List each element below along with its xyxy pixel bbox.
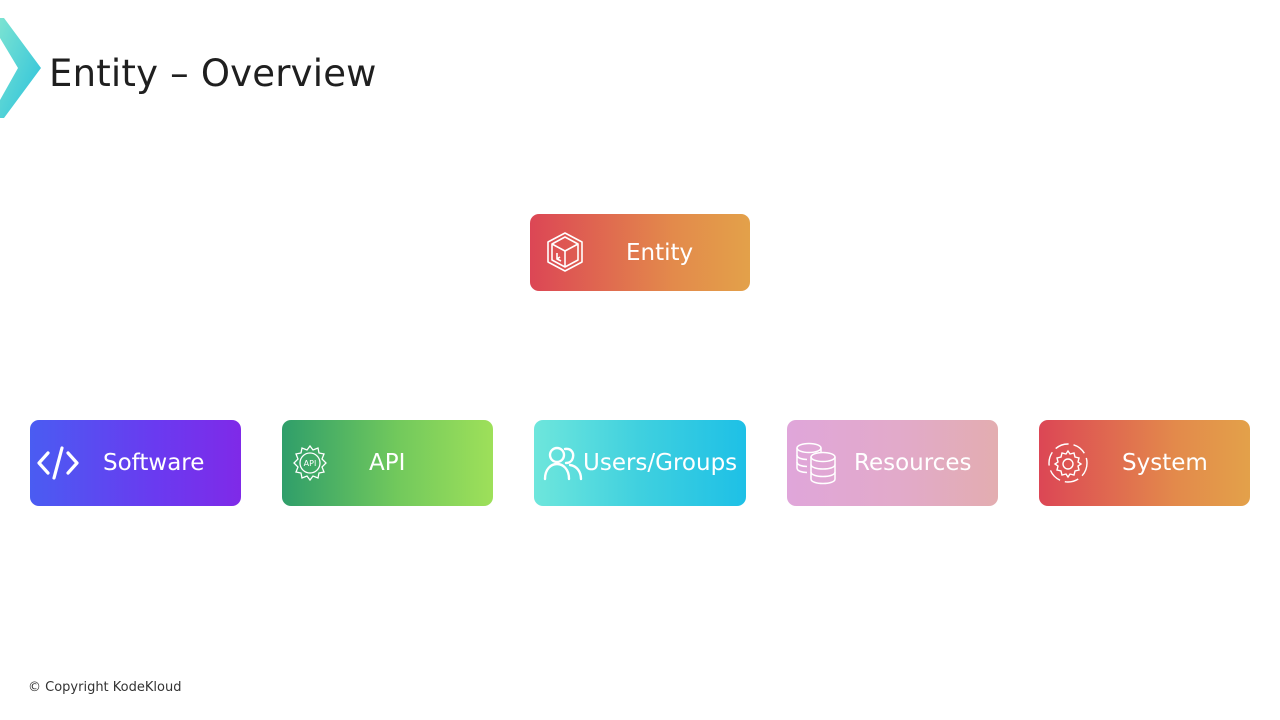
software-node: Software	[30, 420, 241, 506]
entity-label: Entity	[626, 239, 694, 266]
users-icon	[543, 446, 583, 481]
users-groups-node: Users/Groups	[534, 420, 746, 506]
brand-chevron-icon	[0, 18, 41, 118]
cube-icon	[547, 232, 583, 272]
system-node: System	[1039, 420, 1250, 506]
page-title: Entity – Overview	[49, 52, 377, 95]
resources-label: Resources	[854, 450, 972, 476]
code-brackets-icon	[37, 446, 79, 480]
api-label: API	[369, 450, 406, 476]
database-icon	[796, 442, 836, 485]
entity-node: Entity	[530, 214, 750, 291]
system-gear-icon	[1048, 443, 1088, 483]
api-node: API API	[282, 420, 493, 506]
copyright-notice: © Copyright KodeKloud	[28, 680, 182, 695]
resources-node: Resources	[787, 420, 998, 506]
software-label: Software	[103, 450, 205, 476]
users-groups-label: Users/Groups	[583, 450, 738, 476]
api-gear-icon: API	[293, 444, 327, 482]
svg-text:API: API	[304, 459, 317, 468]
system-label: System	[1122, 450, 1208, 476]
